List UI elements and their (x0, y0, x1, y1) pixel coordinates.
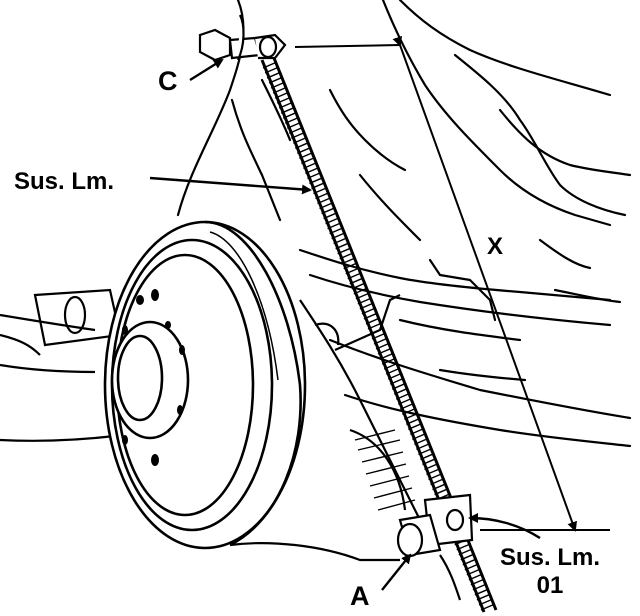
label-suspension-tool: Sus. Lm. (14, 168, 115, 195)
leaf-spring-hatch (354, 429, 416, 511)
label-suspension-tool-2: Sus. Lm. 01 (500, 544, 600, 599)
upper-mount-bolt (198, 14, 287, 62)
label-c: C (158, 66, 178, 96)
dimension-x (294, 35, 610, 532)
label-suspension-tool-2-code: 01 (536, 571, 564, 599)
callout-arrows (149, 58, 541, 591)
label-suspension-tool-2-name: Sus. Lm. (500, 544, 601, 571)
label-x: X (487, 233, 504, 260)
brake-drum (103, 220, 307, 550)
wheel-studs (122, 289, 185, 466)
label-a: A (350, 581, 370, 611)
axle-tube (0, 288, 122, 442)
